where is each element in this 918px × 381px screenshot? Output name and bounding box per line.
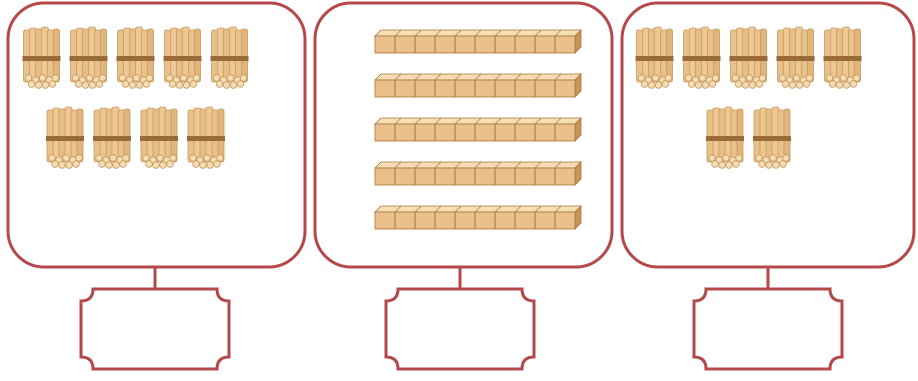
group-3 — [622, 3, 914, 369]
answer-box[interactable] — [694, 289, 842, 369]
bundle-of-sticks-icon — [753, 107, 791, 168]
bundle-of-sticks-icon — [683, 27, 721, 88]
bundle-of-sticks-icon — [706, 107, 744, 168]
bundle-of-sticks-icon — [46, 107, 84, 168]
bundle-of-sticks-icon — [187, 107, 225, 168]
bundle-of-sticks-icon — [211, 27, 249, 88]
bundle-of-sticks-icon — [636, 27, 674, 88]
group-2 — [315, 3, 612, 369]
bundle-of-sticks-icon — [93, 107, 131, 168]
ten-rod-icon — [375, 118, 581, 141]
bundle-of-sticks-icon — [117, 27, 155, 88]
ten-rod-icon — [375, 162, 581, 185]
bundle-of-sticks-icon — [777, 27, 815, 88]
bundle-of-sticks-icon — [164, 27, 202, 88]
answer-box[interactable] — [386, 289, 534, 369]
bundle-of-sticks-icon — [23, 27, 61, 88]
ten-rod-icon — [375, 206, 581, 229]
bundle-of-sticks-icon — [70, 27, 108, 88]
bundle-of-sticks-icon — [730, 27, 768, 88]
ten-rod-icon — [375, 30, 581, 53]
group-1 — [8, 3, 305, 369]
answer-box[interactable] — [81, 289, 229, 369]
bundle-of-sticks-icon — [140, 107, 178, 168]
bundle-of-sticks-icon — [824, 27, 862, 88]
ten-rod-icon — [375, 74, 581, 97]
